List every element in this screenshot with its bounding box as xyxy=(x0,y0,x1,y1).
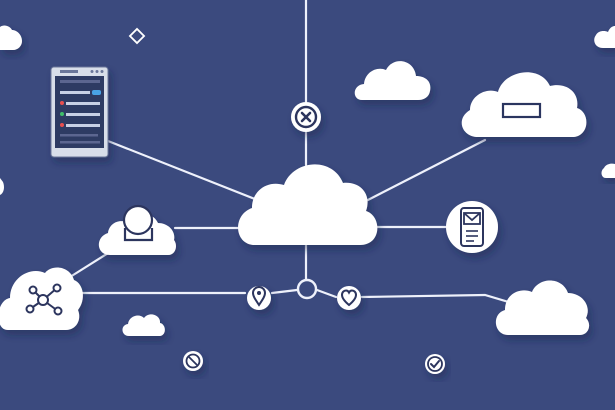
cloud-icon xyxy=(0,178,4,195)
line-rail-to-bottomright xyxy=(360,293,514,305)
check-badge xyxy=(425,354,445,374)
line-rail-hub-heart xyxy=(315,288,338,299)
cloud-icon xyxy=(594,26,615,48)
rail-hub-node xyxy=(296,278,318,300)
block-icon xyxy=(188,356,198,366)
block-badge xyxy=(183,351,203,371)
close-icon xyxy=(300,111,312,123)
heart-badge xyxy=(337,286,361,310)
decorative-clouds xyxy=(0,25,615,336)
network-cloud xyxy=(0,267,83,330)
rectangle-icon xyxy=(501,102,542,119)
server-window-icon xyxy=(60,70,104,144)
cloud-icon xyxy=(601,163,615,178)
location-pin-icon xyxy=(251,285,267,307)
mobile-mail xyxy=(446,201,498,253)
cloud-icon xyxy=(0,25,22,50)
location-badge xyxy=(247,285,271,310)
connection-lines xyxy=(68,0,514,305)
network-hub-icon xyxy=(25,283,63,316)
cloud-icon xyxy=(354,61,431,100)
cloud-icon xyxy=(122,314,165,336)
user-cloud xyxy=(98,204,176,255)
line-server-to-cloud xyxy=(106,139,267,205)
check-icon xyxy=(430,360,440,369)
server-panel xyxy=(50,66,109,158)
central-cloud xyxy=(238,164,378,245)
line-user-to-network xyxy=(68,248,115,279)
top-right-cloud xyxy=(461,72,587,137)
bottom-right-cloud xyxy=(495,280,590,335)
diamond-shape xyxy=(128,27,146,45)
user-icon xyxy=(122,204,154,242)
close-badge xyxy=(291,102,321,132)
line-cloud-to-topright xyxy=(362,138,487,204)
heart-icon xyxy=(340,289,358,307)
mail-icon xyxy=(463,212,481,225)
line-rail-pin-hub xyxy=(270,288,299,295)
